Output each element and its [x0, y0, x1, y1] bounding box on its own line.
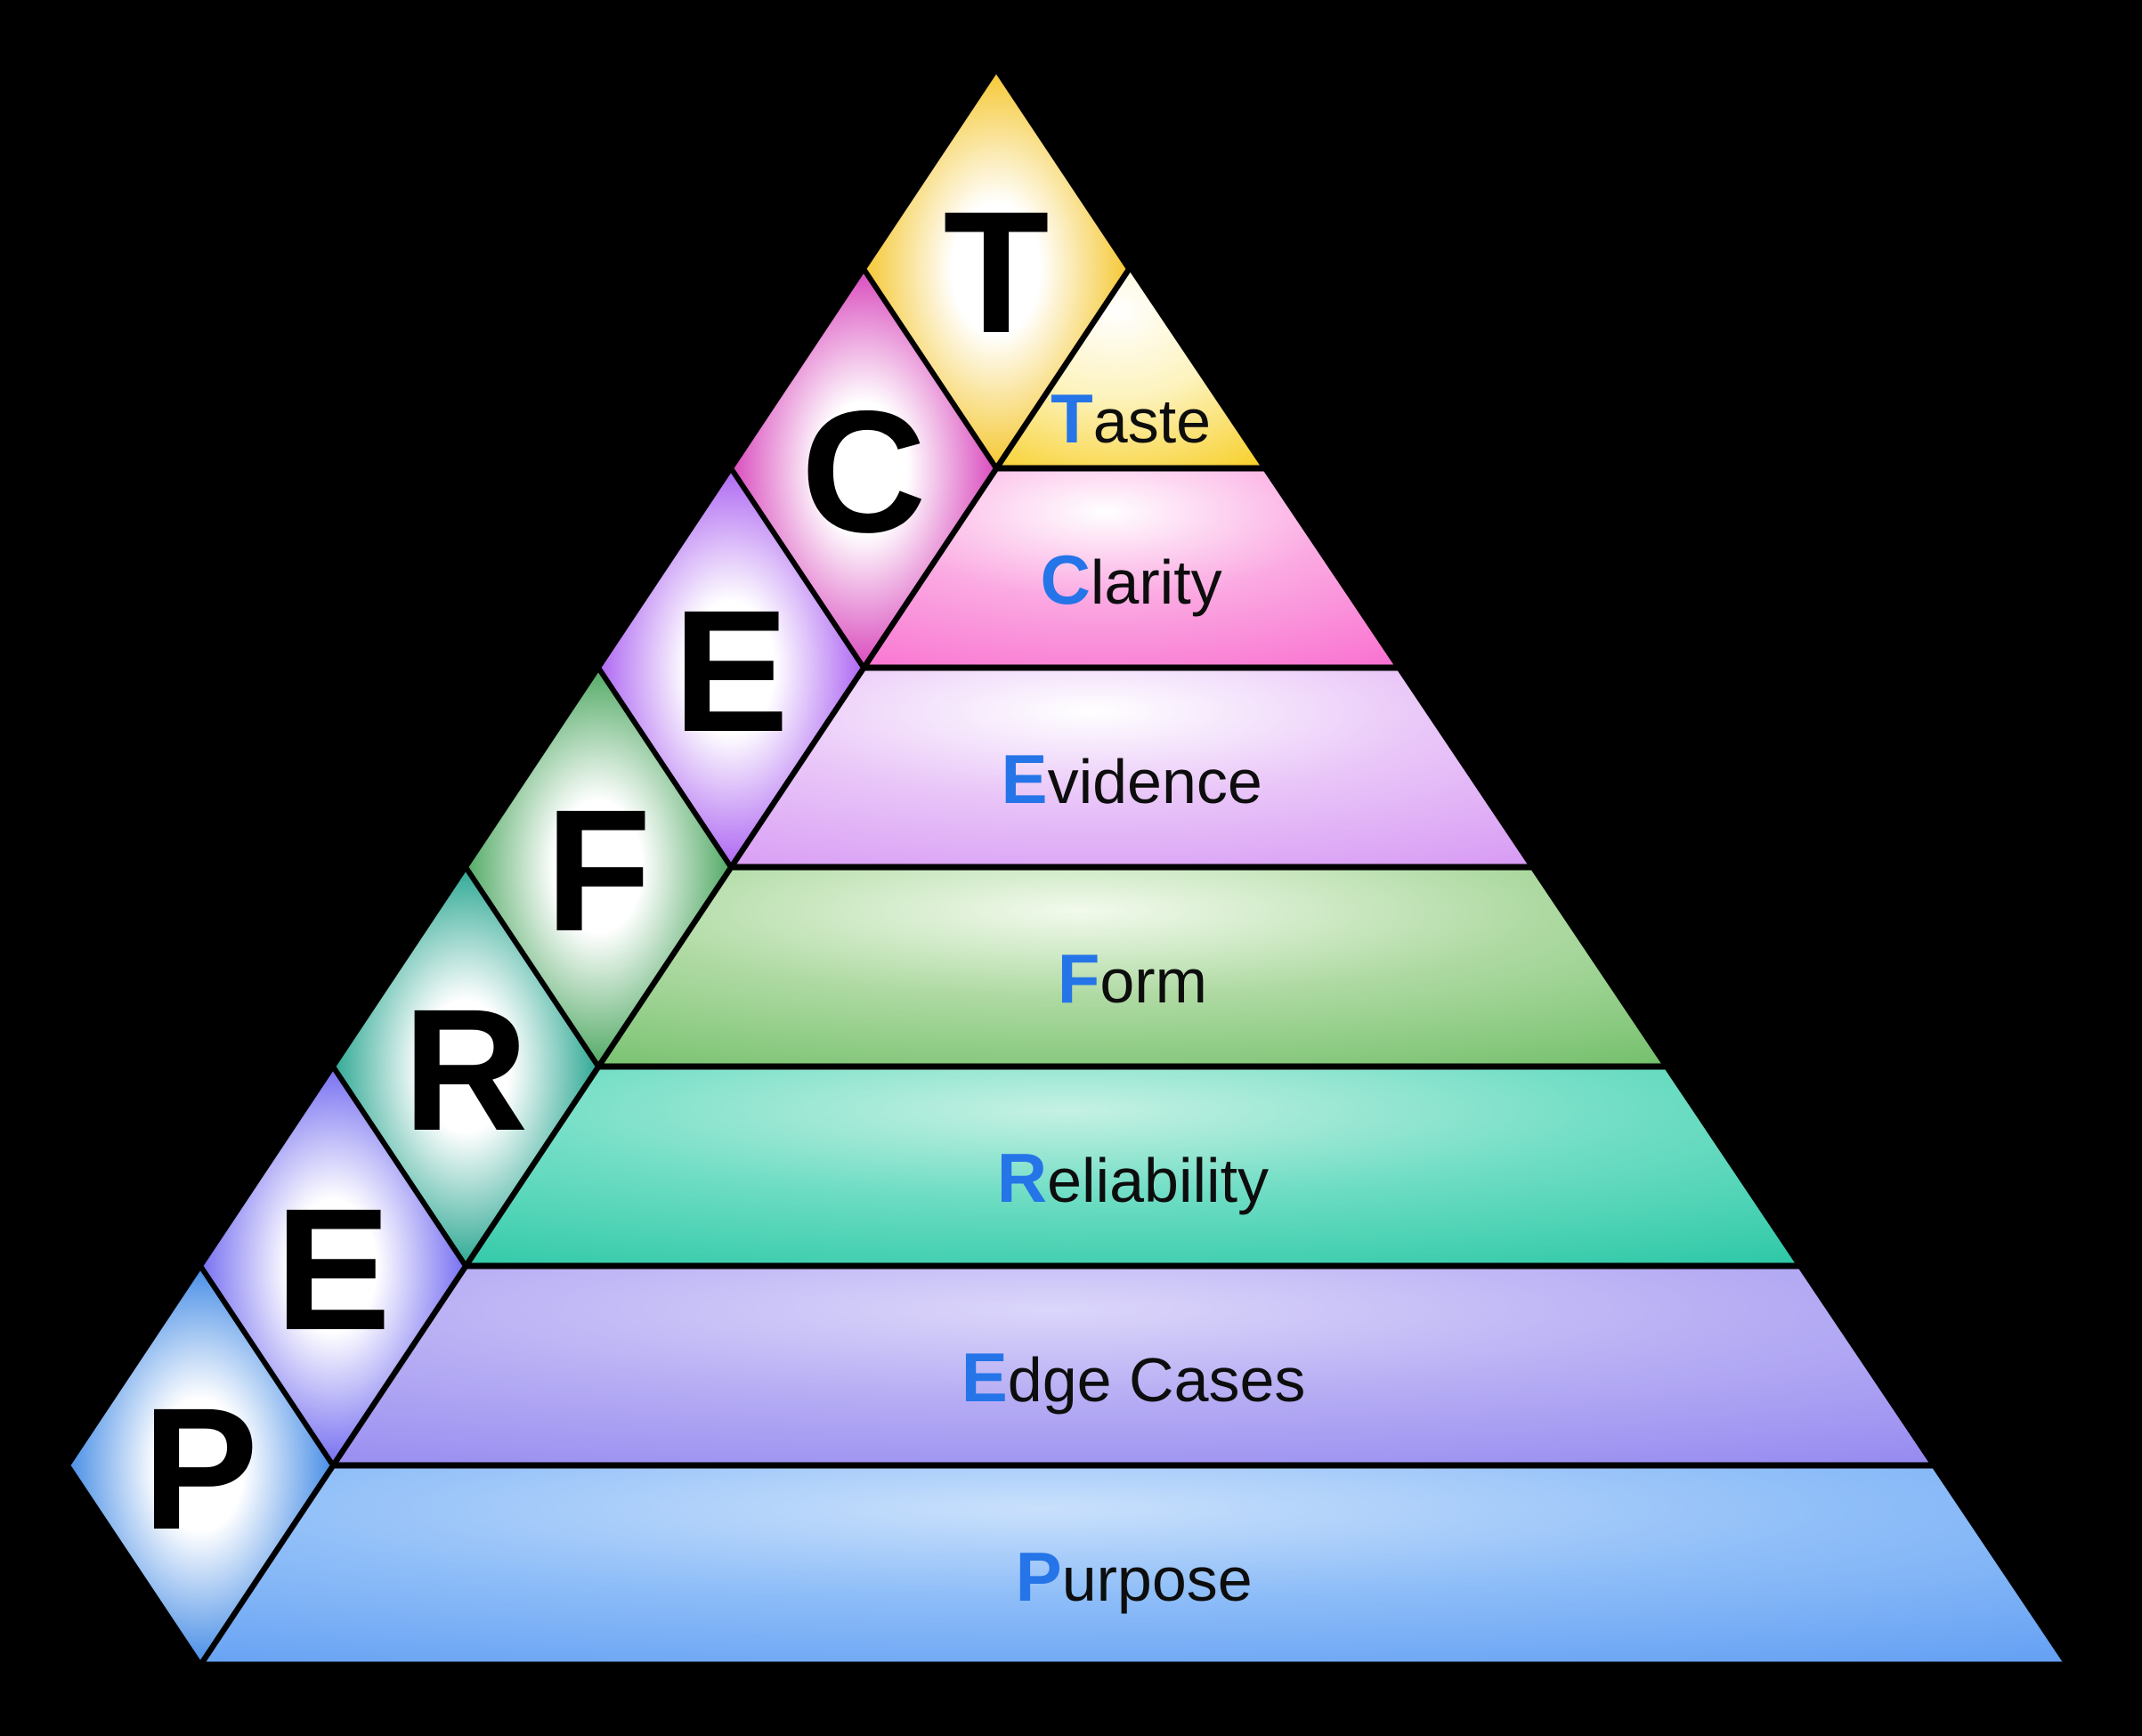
band-label-first-letter: E — [1002, 740, 1048, 818]
band-label-first-letter: P — [1016, 1537, 1062, 1616]
diamond-purpose — [64, 1261, 337, 1670]
band-label-evidence: Evidence — [1002, 740, 1262, 818]
band-label-rest: dge Cases — [1008, 1345, 1306, 1415]
diamond-letter-c-1: C — [801, 375, 927, 569]
band-label-purpose: Purpose — [1016, 1537, 1253, 1616]
band-label-form: Form — [1058, 939, 1207, 1018]
band-label-edge-cases: Edge Cases — [961, 1338, 1306, 1416]
band-label-clarity: Clarity — [1041, 540, 1222, 619]
band-label-first-letter: T — [1051, 379, 1093, 458]
band-label-reliability: Reliability — [997, 1139, 1269, 1217]
band-label-rest: orm — [1099, 946, 1207, 1016]
band-label-first-letter: E — [961, 1338, 1008, 1416]
band-label-rest: larity — [1091, 548, 1222, 617]
band-label-rest: vidence — [1048, 747, 1262, 816]
diamond-letter-e-5: E — [275, 1172, 391, 1367]
diamond-letter-r-4: R — [403, 973, 529, 1167]
band-label-rest: urpose — [1062, 1545, 1253, 1614]
diamond-letter-f-3: F — [545, 774, 651, 968]
band-label-first-letter: R — [997, 1139, 1047, 1217]
diamond-letter-p-6: P — [142, 1372, 258, 1566]
band-label-rest: eliability — [1047, 1146, 1269, 1215]
band-label-rest: aste — [1093, 386, 1211, 456]
diamond-letter-e-2: E — [673, 574, 789, 768]
band-label-first-letter: C — [1041, 540, 1091, 619]
band-label-first-letter: F — [1058, 939, 1100, 1018]
band-label-taste: Taste — [1051, 379, 1211, 458]
diamond-letter-t-0: T — [943, 175, 1049, 369]
